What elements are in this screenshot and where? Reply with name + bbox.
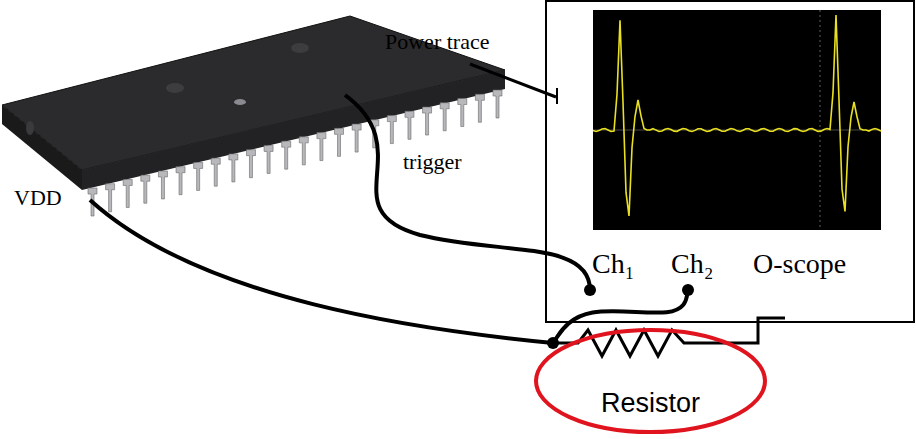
- chip-pins: [88, 90, 502, 216]
- trigger-wire: [345, 95, 590, 290]
- signal-name: trigger: [403, 150, 462, 174]
- dip-chip: [2, 16, 505, 216]
- callout-label: Power trace: [385, 30, 489, 54]
- resistor-callout: Resistor: [533, 327, 768, 435]
- probe-wire: [553, 290, 688, 343]
- node-label: Resistor: [601, 389, 700, 419]
- resistor-symbol: [547, 318, 785, 356]
- node-label: Ch₂: [671, 249, 713, 280]
- oscilloscope-box: Ch₁ Ch₂ O-scope: [545, 0, 915, 323]
- leader-tick: [556, 88, 558, 104]
- power-trace: [593, 15, 881, 216]
- vdd-wire: [90, 200, 553, 343]
- node-label: Ch₁: [592, 249, 634, 280]
- leader-line: [470, 64, 556, 97]
- pin-name: VDD: [14, 186, 62, 210]
- red-ellipse: [533, 327, 768, 435]
- node-label: O-scope: [753, 249, 846, 280]
- scope-screen: [593, 10, 881, 230]
